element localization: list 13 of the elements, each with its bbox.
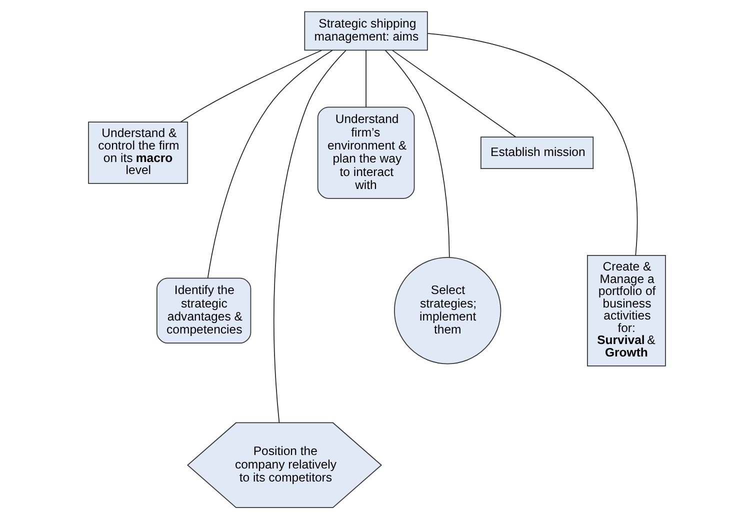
connector xyxy=(427,32,638,256)
node-circle: Select strategies; implement them xyxy=(394,257,502,364)
connector xyxy=(392,50,516,138)
connector xyxy=(207,50,333,278)
connector xyxy=(384,50,450,258)
node-box: Understand & control the firm on its macro level xyxy=(88,122,188,184)
node-box: Establish mission xyxy=(480,136,594,170)
node-box: Identify the strategic advantages & competencies xyxy=(156,278,252,344)
node-box: Create & Manage a portfolio of business activities for: Survival & Growth xyxy=(587,254,666,366)
connector xyxy=(274,50,346,424)
connector xyxy=(180,50,322,122)
node-box: Understand firm’s environment & plan the way to interact with xyxy=(317,106,415,199)
node-box: Strategic shipping management: aims xyxy=(304,11,428,51)
